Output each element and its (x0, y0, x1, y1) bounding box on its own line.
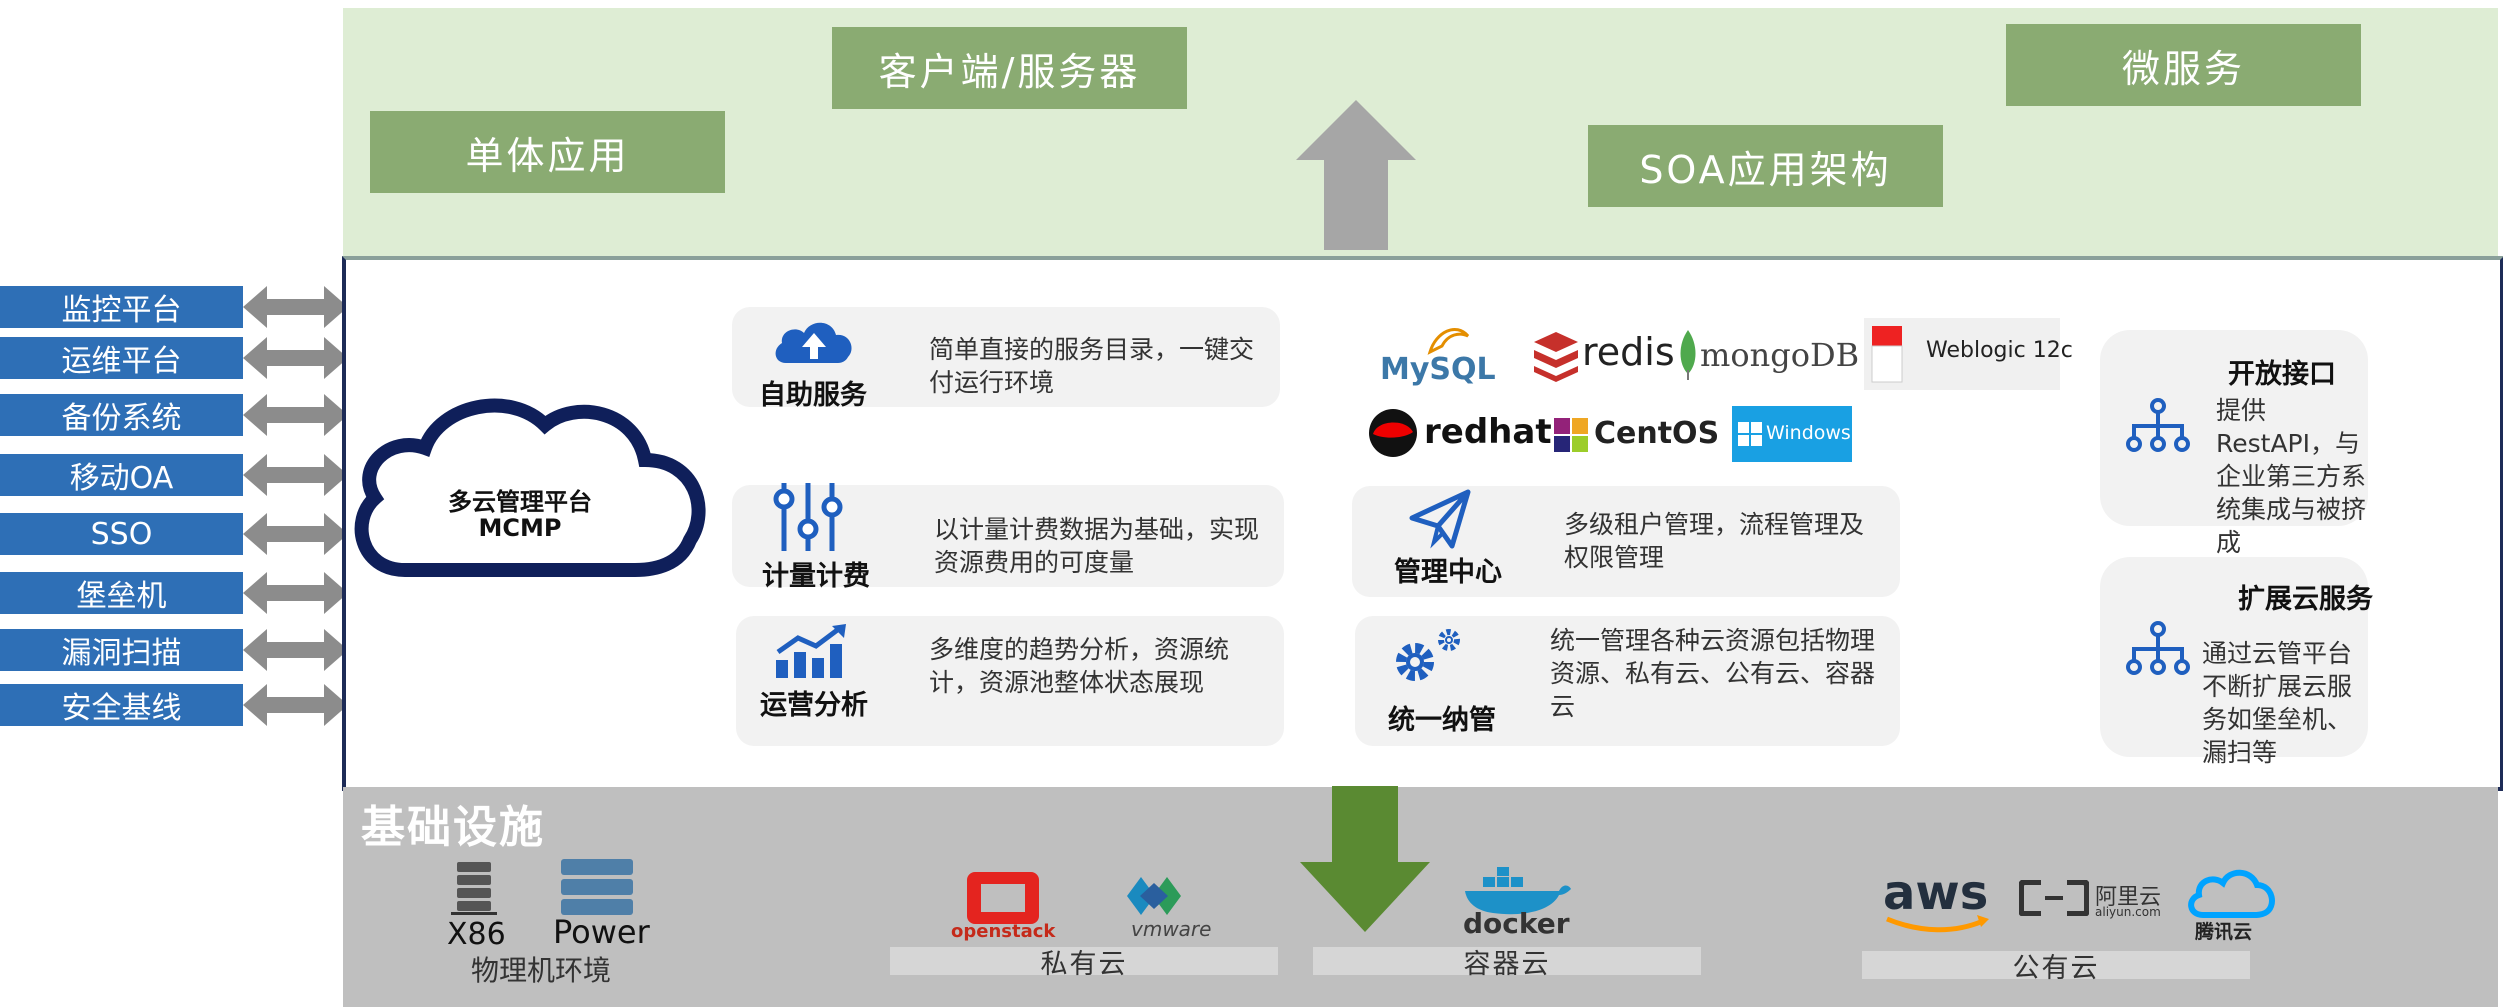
stage-soa: SOA应用架构 (1588, 125, 1943, 207)
module-description: 以计量计费数据为基础，实现资源费用的可度量 (934, 515, 1260, 577)
system-security-baseline[interactable]: 安全基线 (0, 684, 243, 726)
module-unified-management[interactable]: 统一纳管 统一管理各种云资源包括物理资源、私有云、公有云、容器云 (1355, 616, 1900, 746)
aws-logo: aws (1883, 865, 1989, 921)
centos-icon (1554, 418, 1588, 452)
module-title: 运营分析 (760, 690, 868, 721)
stage-microservice: 微服务 (2006, 24, 2361, 106)
infrastructure-band: 基础设施 X86 Power 物理机环境 openstack vmware 私有… (343, 787, 2498, 1007)
mongodb-leaf-icon (1680, 330, 1696, 380)
module-description: 统一管理各种云资源包括物理资源、私有云、公有云、容器云 (1550, 626, 1876, 721)
paper-plane-icon (1409, 489, 1471, 549)
architecture-evolution-band: 单体应用 客户端/服务器 SOA应用架构 微服务 (343, 8, 2498, 256)
weblogic-badge: Weblogic 12c (1864, 318, 2073, 390)
aws-smile-icon (1886, 915, 1989, 933)
module-title: 计量计费 (762, 561, 870, 592)
double-arrow-icons (243, 286, 348, 726)
private-cloud-label: 私有云 (890, 947, 1278, 980)
system-sso[interactable]: SSO (0, 513, 243, 555)
redhat-logo: redhat (1424, 412, 1552, 452)
integrated-systems-list: 监控平台 运维平台 备份系统 移动OA SSO 堡垒机 漏洞扫描 安全基线 (0, 286, 350, 736)
openstack-icon (967, 872, 1039, 924)
aliyun-icon (2019, 880, 2089, 916)
cloud-icon (354, 398, 706, 577)
module-title: 自助服务 (759, 380, 867, 411)
module-management[interactable]: 管理中心 多级租户管理，流程管理及权限管理 (1352, 486, 1900, 597)
tencent-cloud-icon (2188, 869, 2275, 918)
container-cloud-label: 容器云 (1313, 947, 1701, 980)
public-cloud-label: 公有云 (1862, 951, 2250, 984)
module-title: 管理中心 (1394, 557, 1502, 588)
system-operations[interactable]: 运维平台 (0, 337, 243, 379)
windows-logo: Windows (1766, 422, 1851, 444)
module-title: 开放接口 (2228, 359, 2336, 390)
redis-cube-icon (1534, 332, 1578, 382)
server-icon (451, 862, 497, 915)
redhat-icon (1369, 409, 1417, 457)
module-description: 通过云管平台不断扩展云服务如堡垒机、漏扫等 (2202, 639, 2353, 767)
system-bastion[interactable]: 堡垒机 (0, 572, 243, 614)
stage-client-server: 客户端/服务器 (832, 27, 1187, 109)
platform-name: 多云管理平台 (448, 488, 592, 516)
mongodb-logo: mongoDB (1700, 336, 1860, 374)
weblogic-logo: Weblogic 12c (1926, 338, 2073, 363)
middleware-logos: MySQL redis mongoDB Weblogic 12c redhat … (1360, 310, 2073, 470)
windows-icon (1738, 422, 1762, 446)
system-monitoring[interactable]: 监控平台 (0, 286, 243, 328)
vmware-icon (1127, 877, 1181, 915)
power-server-icon (561, 859, 633, 915)
docker-logo: docker (1463, 907, 1570, 940)
weblogic-icon (1871, 326, 1903, 383)
tencent-logo: 腾讯云 (2195, 921, 2253, 943)
module-analytics[interactable]: 运营分析 多维度的趋势分析，资源统计，资源池整体状态展现 (736, 616, 1284, 746)
stage-monolith: 单体应用 (370, 111, 725, 193)
sliders-icon (773, 483, 843, 551)
dolphin-icon (1427, 328, 1470, 355)
hierarchy-icon (2126, 621, 2190, 675)
down-arrow-icon (1300, 786, 1430, 932)
module-open-api[interactable]: 开放接口 提供RestAPI，与企业第三方系统集成与被挤成 (2100, 330, 2368, 557)
module-description: 提供RestAPI，与企业第三方系统集成与被挤成 (2216, 396, 2367, 557)
mysql-logo: MySQL (1380, 352, 1496, 387)
gears-icon (1396, 629, 1460, 681)
aliyun-logo: 阿里云 (2095, 885, 2162, 910)
bar-chart-growth-icon (776, 624, 846, 678)
vmware-logo: vmware (1131, 917, 1212, 941)
module-extend-cloud[interactable]: 扩展云服务 通过云管平台不断扩展云服务如堡垒机、漏扫等 (2100, 557, 2373, 767)
module-self-service[interactable]: 自助服务 简单直接的服务目录，一键交付运行环境 (732, 307, 1280, 411)
system-mobile-oa[interactable]: 移动OA (0, 454, 243, 496)
redis-logo: redis (1582, 330, 1675, 374)
module-description: 简单直接的服务目录，一键交付运行环境 (929, 335, 1255, 397)
physical-env-label: 物理机环境 (471, 954, 612, 987)
cloud-upload-icon (775, 322, 852, 363)
power-label: Power (553, 913, 650, 951)
module-description: 多级租户管理，流程管理及权限管理 (1564, 510, 1865, 572)
system-vuln-scan[interactable]: 漏洞扫描 (0, 629, 243, 671)
infrastructure-title: 基础设施 (361, 802, 545, 853)
aliyun-domain: aliyun.com (2095, 905, 2161, 919)
module-title: 扩展云服务 (2238, 584, 2373, 615)
x86-label: X86 (447, 917, 506, 952)
hierarchy-icon (2126, 398, 2190, 452)
system-backup[interactable]: 备份系统 (0, 394, 243, 436)
module-title: 统一纳管 (1388, 705, 1496, 736)
openstack-logo: openstack (951, 921, 1056, 942)
windows-badge: Windows (1732, 406, 1852, 462)
module-metering[interactable]: 计量计费 以计量计费数据为基础，实现资源费用的可度量 (732, 483, 1284, 592)
docker-whale-icon (1465, 867, 1571, 915)
up-arrow-icon (1296, 100, 1416, 250)
centos-logo: CentOS (1594, 416, 1720, 451)
platform-short-name: MCMP (478, 514, 562, 542)
module-description: 多维度的趋势分析，资源统计，资源池整体状态展现 (929, 635, 1230, 697)
